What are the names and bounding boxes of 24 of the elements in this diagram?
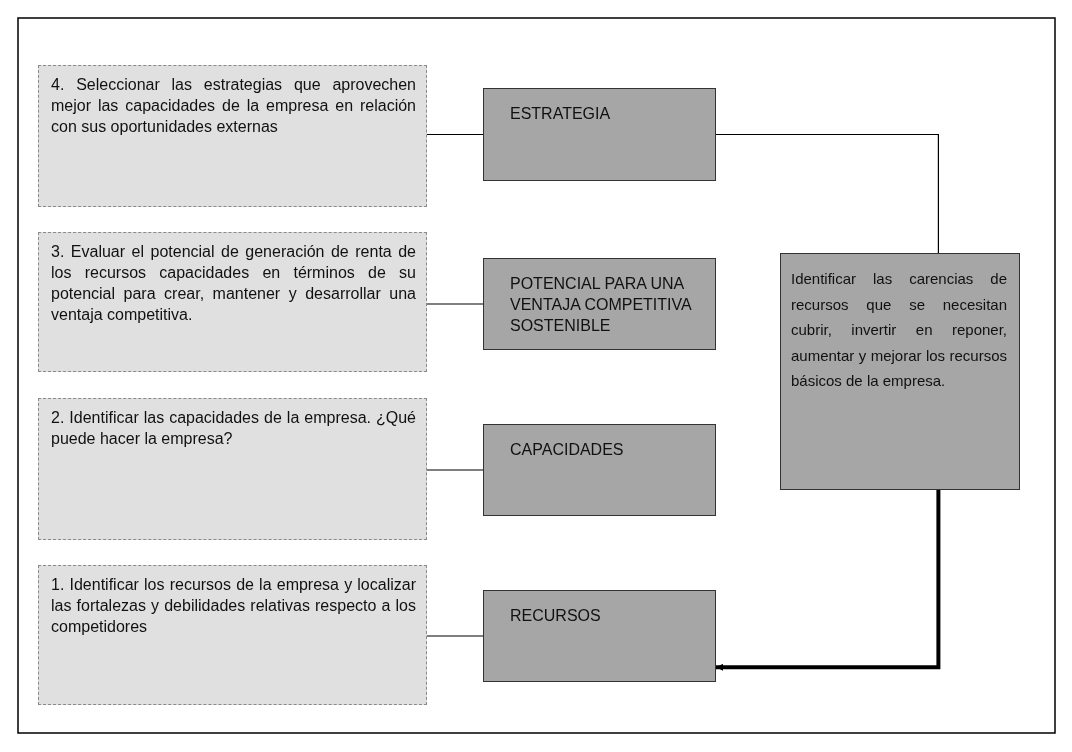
box-text: CAPACIDADES xyxy=(510,440,625,460)
step-box xyxy=(38,398,427,540)
connector-line xyxy=(426,133,484,136)
box-text: 3. Evaluar el potencial de generación de renta de los recursos capacidades en términos de su potencial para crear, mantener y desarrollar una ventaja competitiva. xyxy=(51,242,416,325)
box-text: 1. Identificar los recursos de la empresa y localizar las fortalezas y debilidades relativas respecto a los competidores xyxy=(51,575,416,637)
connector-line xyxy=(426,635,484,637)
stage-box xyxy=(483,424,716,516)
box-text: Identificar las carencias de recursos que se necesitan cubrir, invertir en reponer, aumentar y mejorar los recursos básicos de la empresa. xyxy=(791,269,1007,391)
stage-box xyxy=(483,88,716,181)
box-text: ESTRATEGIA xyxy=(510,104,612,124)
note-box xyxy=(780,253,1020,490)
connector-line xyxy=(715,133,939,254)
connector-line xyxy=(426,303,484,305)
step-box xyxy=(38,565,427,705)
box-text: 2. Identificar las capacidades de la empresa. ¿Qué puede hacer la empresa? xyxy=(51,408,416,449)
box-text: RECURSOS xyxy=(510,606,602,626)
box-text: POTENCIAL PARA UNA VENTAJA COMPETITIVA SOSTENIBLE xyxy=(510,274,693,336)
step-box xyxy=(38,232,427,372)
step-box xyxy=(38,65,427,207)
connector-line xyxy=(426,469,484,471)
stage-box xyxy=(483,590,716,682)
stage-box xyxy=(483,258,716,350)
box-text: 4. Seleccionar las estrategias que aprovechen mejor las capacidades de la empresa en relación con sus oportunidades externas xyxy=(51,75,416,137)
arrow xyxy=(716,490,941,671)
